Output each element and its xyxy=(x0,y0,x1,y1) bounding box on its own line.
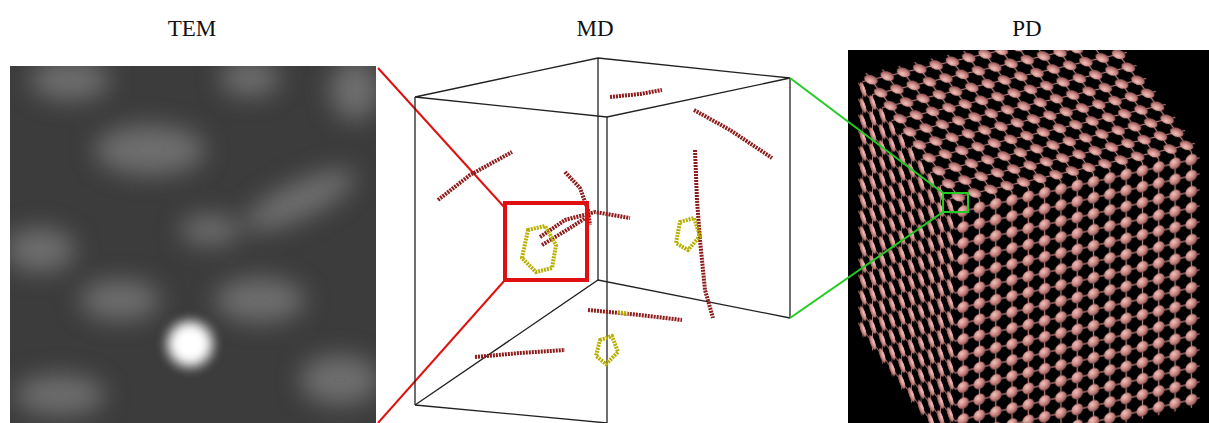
panel-title: PD xyxy=(1012,16,1041,42)
zoom-box xyxy=(505,203,587,280)
dislocation-line xyxy=(438,90,772,357)
zoom-line xyxy=(790,212,943,318)
zoom-line xyxy=(790,78,943,193)
tem-image xyxy=(10,66,376,423)
panel-title: TEM xyxy=(168,16,217,42)
simulation-box xyxy=(415,58,790,423)
atomic-lattice xyxy=(848,50,1209,423)
zoom-box xyxy=(943,193,968,212)
zoom-line xyxy=(378,68,505,208)
dislocation-loop xyxy=(522,218,700,364)
panel-title: MD xyxy=(576,16,613,42)
zoom-line xyxy=(378,280,505,423)
